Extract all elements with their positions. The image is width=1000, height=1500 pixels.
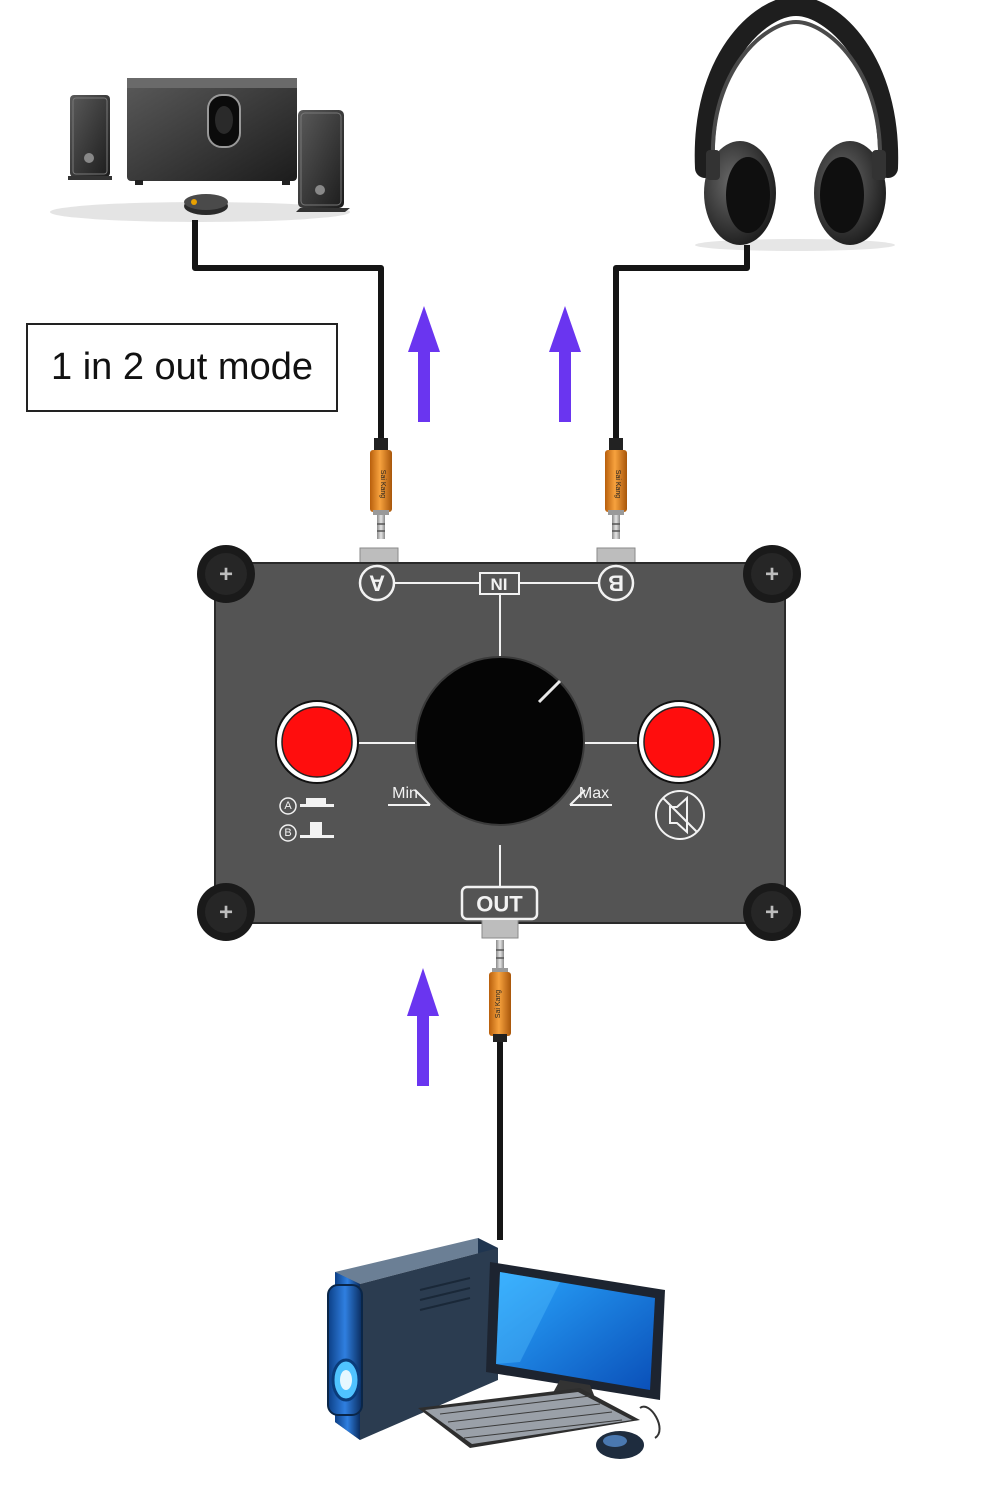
plug-brand-label: Sai Kang	[495, 990, 502, 1019]
svg-text:+: +	[765, 561, 779, 588]
plug-out: Sai Kang	[489, 940, 511, 1042]
max-label: Max	[579, 785, 609, 802]
min-label: Min	[392, 785, 418, 802]
cable-speakers	[192, 220, 384, 450]
desktop-computer-icon	[327, 1238, 665, 1459]
cable-headphones	[613, 245, 750, 450]
switch-box: + + + + A	[197, 545, 801, 941]
legend-b-label: B	[284, 827, 291, 839]
port-a-label: A	[358, 564, 396, 602]
svg-text:OUT: OUT	[476, 892, 523, 917]
speaker-system-icon	[50, 78, 350, 222]
legend-a-label: A	[284, 800, 292, 812]
svg-text:B: B	[608, 571, 624, 596]
svg-text:+: +	[765, 899, 779, 926]
svg-text:IN: IN	[491, 575, 508, 594]
corner-screw-bottom-left: +	[197, 883, 255, 941]
headphones-icon	[694, 0, 899, 251]
signal-arrow-b	[549, 306, 581, 422]
corner-screw-top-left: +	[197, 545, 255, 603]
svg-text:+: +	[219, 899, 233, 926]
volume-knob[interactable]	[415, 656, 585, 826]
plug-brand-label: Sai Kang	[614, 470, 621, 499]
plug-a: Sai Kang	[370, 438, 392, 539]
select-button[interactable]	[275, 700, 359, 784]
in-label: IN	[479, 572, 520, 595]
plug-b: Sai Kang	[605, 438, 627, 539]
signal-arrow-a	[408, 306, 440, 422]
mute-icon	[655, 790, 705, 840]
port-b-label: B	[597, 564, 635, 602]
signal-arrow-out	[407, 968, 439, 1086]
plug-brand-label: Sai Kang	[379, 470, 386, 499]
corner-screw-top-right: +	[743, 545, 801, 603]
svg-text:A: A	[369, 571, 385, 596]
speaker-brand-logo	[315, 185, 325, 195]
corner-screw-bottom-right: +	[743, 883, 801, 941]
mute-button[interactable]	[637, 700, 721, 784]
svg-text:+: +	[219, 561, 233, 588]
mode-caption: 1 in 2 out mode	[26, 323, 338, 412]
ab-legend: A B	[279, 797, 334, 842]
out-label: OUT	[460, 885, 539, 921]
